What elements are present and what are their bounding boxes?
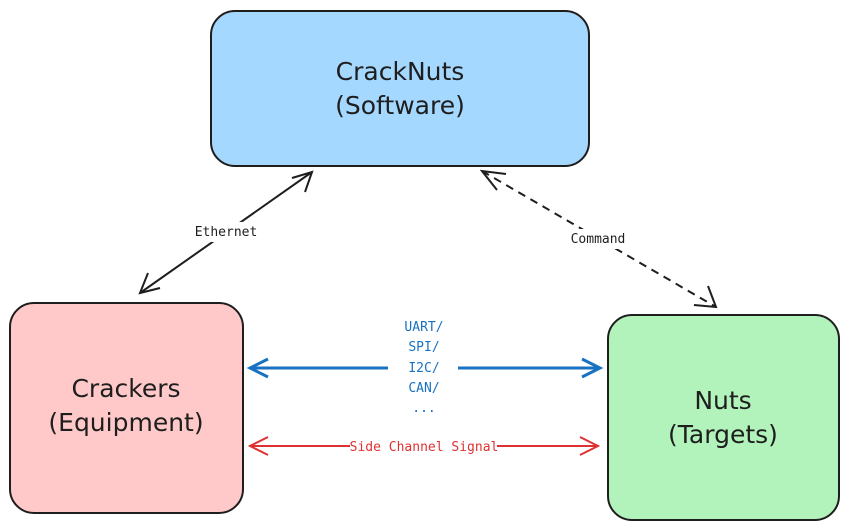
bus-label-uart: UART/	[404, 320, 443, 335]
bus-edge: UART/ SPI/ I2C/ CAN/ ...	[246, 320, 604, 416]
side-channel-label: Side Channel Signal	[350, 440, 499, 455]
command-arrowhead-top	[479, 169, 507, 191]
command-edge: Command	[479, 169, 718, 309]
bus-label-more: ...	[412, 401, 435, 416]
command-label-bg	[562, 229, 634, 249]
software-node-title: CrackNuts	[336, 57, 465, 86]
targets-node-subtitle: (Targets)	[668, 420, 778, 449]
software-node-subtitle: (Software)	[335, 91, 465, 120]
command-label: Command	[571, 232, 626, 247]
command-connector	[481, 170, 717, 308]
equipment-node-box	[9, 302, 244, 514]
targets-node[interactable]: Nuts (Targets)	[607, 314, 840, 521]
ethernet-arrowhead-top	[291, 170, 314, 193]
bus-arrowhead-right	[581, 357, 604, 379]
targets-node-box	[607, 314, 840, 521]
targets-node-title: Nuts	[694, 386, 751, 415]
side-channel-arrowhead-left	[247, 436, 269, 456]
ethernet-label: Ethernet	[195, 225, 258, 240]
bus-label-i2c: I2C/	[408, 361, 439, 376]
bus-label-spi: SPI/	[408, 340, 439, 355]
ethernet-edge: Ethernet	[138, 170, 314, 295]
bus-arrowhead-left	[246, 357, 269, 379]
bus-label-can: CAN/	[408, 381, 439, 396]
equipment-node[interactable]: Crackers (Equipment)	[9, 302, 244, 514]
side-channel-arrowhead-right	[579, 436, 601, 456]
software-node-box	[210, 10, 590, 167]
equipment-node-subtitle: (Equipment)	[48, 408, 203, 437]
side-channel-edge: Side Channel Signal	[247, 436, 601, 456]
ethernet-label-bg	[188, 222, 264, 242]
command-arrowhead-bottom	[693, 285, 718, 309]
ethernet-arrowhead-bottom	[138, 272, 161, 295]
software-node[interactable]: CrackNuts (Software)	[210, 10, 590, 167]
equipment-node-title: Crackers	[71, 374, 180, 403]
